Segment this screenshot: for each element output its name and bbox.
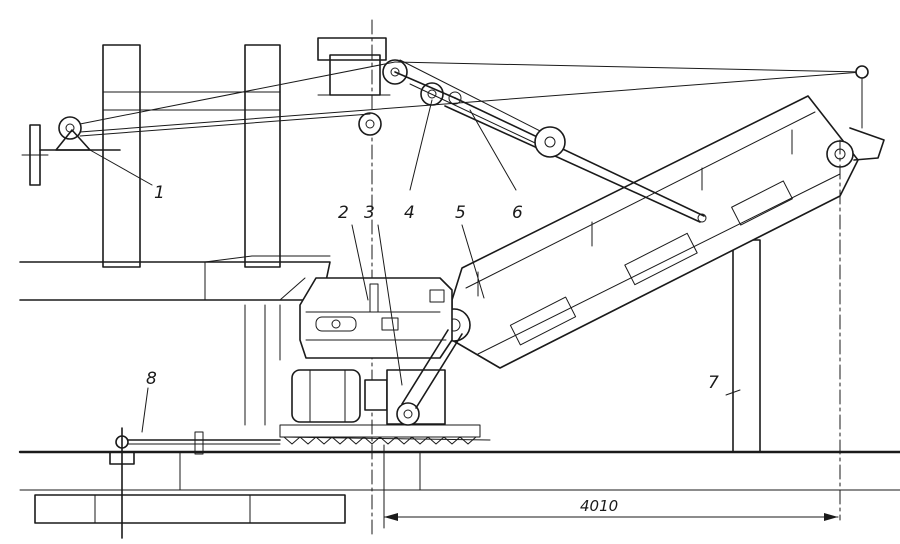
pulley-block [382,59,462,106]
support-column [732,239,761,453]
callout-6: 6 [512,203,523,223]
left-winch [21,116,121,186]
callout-7: 7 [708,373,719,393]
leader-lines [89,99,741,433]
dimension-label: 4010 [580,497,618,515]
strut [444,97,707,223]
cables [79,59,869,151]
callout-1: 1 [154,183,165,203]
callout-5: 5 [455,203,466,223]
callout-2: 2 [338,203,349,223]
callout-8: 8 [146,369,157,389]
hopper-unit [299,277,453,359]
column-sheave [358,112,382,136]
dimension-line: 4010 [383,444,839,529]
head-pulley [826,127,885,521]
drive-motor [279,329,491,445]
conveyor-body [451,95,859,369]
callout-4: 4 [404,203,415,223]
callout-labels: 1 2 3 4 5 6 7 8 [146,183,719,393]
building-columns [102,44,281,426]
floor [18,450,900,524]
tensioner [109,427,281,539]
callout-3: 3 [364,203,375,223]
horizontal-beam [19,255,331,301]
